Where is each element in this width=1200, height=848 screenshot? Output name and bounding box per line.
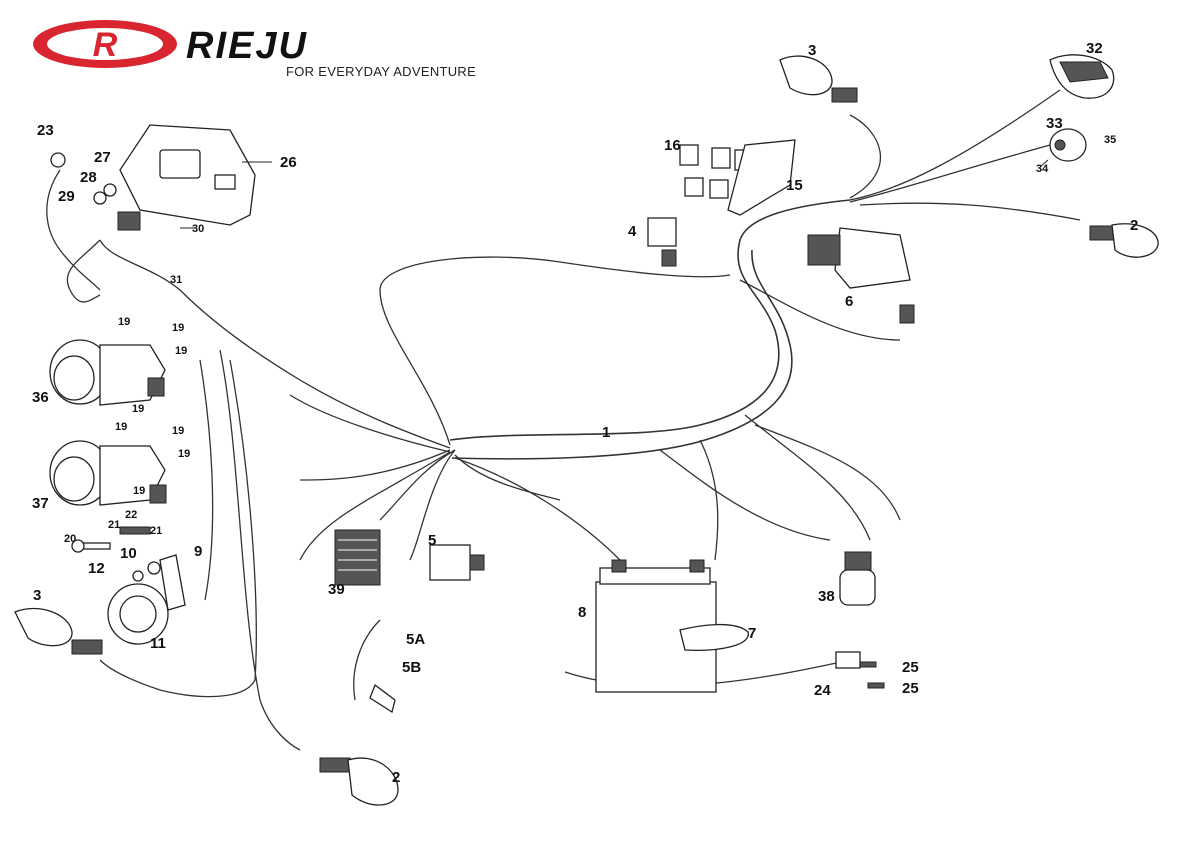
spark-plug-cap bbox=[369, 683, 396, 714]
callout-19-b: 19 bbox=[172, 322, 184, 334]
callout-37: 37 bbox=[32, 495, 49, 512]
callout-11: 11 bbox=[150, 635, 166, 652]
callout-5: 5 bbox=[428, 532, 436, 549]
callout-32: 32 bbox=[1086, 40, 1103, 57]
tail-light bbox=[1049, 54, 1115, 99]
callout-5a: 5A bbox=[406, 631, 425, 648]
callout-30: 30 bbox=[192, 223, 204, 235]
ignition-coil bbox=[429, 544, 485, 581]
turn-signal-rear-left bbox=[319, 757, 399, 806]
brand-name: RIEJU bbox=[186, 25, 308, 67]
callout-labels: 1 2 2 3 3 4 5 5A 5B 6 7 8 9 10 11 12 15 … bbox=[32, 40, 1138, 786]
callout-20: 20 bbox=[64, 533, 76, 545]
callout-19-g: 19 bbox=[178, 448, 190, 460]
callout-29: 29 bbox=[58, 188, 75, 205]
battery-strap bbox=[679, 623, 749, 651]
callout-24: 24 bbox=[814, 682, 831, 699]
callout-35: 35 bbox=[1104, 134, 1116, 146]
callout-21-b: 21 bbox=[150, 525, 162, 537]
callout-36: 36 bbox=[32, 389, 49, 406]
callout-33: 33 bbox=[1046, 115, 1063, 132]
callout-19-a: 19 bbox=[118, 316, 130, 328]
callout-19-d: 19 bbox=[132, 403, 144, 415]
rieju-logo: R RIEJU FOR EVERYDAY ADVENTURE bbox=[33, 20, 476, 79]
cdi-unit-6 bbox=[807, 227, 915, 324]
horn bbox=[107, 554, 186, 645]
headlight-upper bbox=[49, 339, 166, 406]
callout-16: 16 bbox=[664, 137, 681, 154]
starter-relay bbox=[839, 551, 876, 606]
callout-28: 28 bbox=[80, 169, 97, 186]
callout-21-a: 21 bbox=[108, 519, 120, 531]
callout-25-a: 25 bbox=[902, 659, 919, 676]
callout-2-rear-right: 2 bbox=[1130, 217, 1138, 234]
callout-19-c: 19 bbox=[175, 345, 187, 357]
callout-5b: 5B bbox=[402, 659, 421, 676]
callout-19-h: 19 bbox=[133, 485, 145, 497]
instrument-cluster bbox=[117, 124, 256, 231]
callout-19-e: 19 bbox=[115, 421, 127, 433]
callout-31: 31 bbox=[170, 274, 182, 286]
license-plate-light bbox=[1049, 128, 1087, 162]
callout-34: 34 bbox=[1036, 163, 1049, 175]
headlight-lower bbox=[49, 440, 167, 506]
callout-8: 8 bbox=[578, 604, 586, 621]
callout-26: 26 bbox=[280, 154, 297, 171]
bracket-15 bbox=[727, 139, 796, 216]
logo-oval-inner bbox=[47, 28, 163, 60]
callout-6: 6 bbox=[845, 293, 853, 310]
callout-9: 9 bbox=[194, 543, 202, 560]
callout-7: 7 bbox=[748, 625, 756, 642]
callout-19-f: 19 bbox=[172, 425, 184, 437]
callout-10: 10 bbox=[120, 545, 137, 562]
callout-2-rear-left: 2 bbox=[392, 769, 400, 786]
leader-lines bbox=[180, 159, 1049, 229]
callout-12: 12 bbox=[88, 560, 105, 577]
callout-4: 4 bbox=[628, 223, 637, 240]
relay-4 bbox=[647, 217, 677, 267]
bolts bbox=[50, 152, 885, 689]
turn-signal-front-left bbox=[14, 607, 103, 655]
callout-3-front-left: 3 bbox=[33, 587, 41, 604]
brand-tagline: FOR EVERYDAY ADVENTURE bbox=[286, 64, 476, 79]
main-harness bbox=[46, 89, 1081, 751]
callout-25-b: 25 bbox=[902, 680, 919, 697]
callout-39: 39 bbox=[328, 581, 345, 598]
callout-15: 15 bbox=[786, 177, 803, 194]
callout-27: 27 bbox=[94, 149, 111, 166]
callout-3-front-right: 3 bbox=[808, 42, 816, 59]
callout-22: 22 bbox=[125, 509, 137, 521]
regulator-rectifier bbox=[334, 529, 381, 586]
callout-23: 23 bbox=[37, 122, 54, 139]
callout-1: 1 bbox=[602, 424, 610, 441]
logo-letter: R bbox=[93, 26, 118, 64]
turn-signal-rear-right bbox=[1089, 223, 1159, 258]
callout-38: 38 bbox=[818, 588, 835, 605]
turn-signal-front-right bbox=[779, 55, 858, 103]
